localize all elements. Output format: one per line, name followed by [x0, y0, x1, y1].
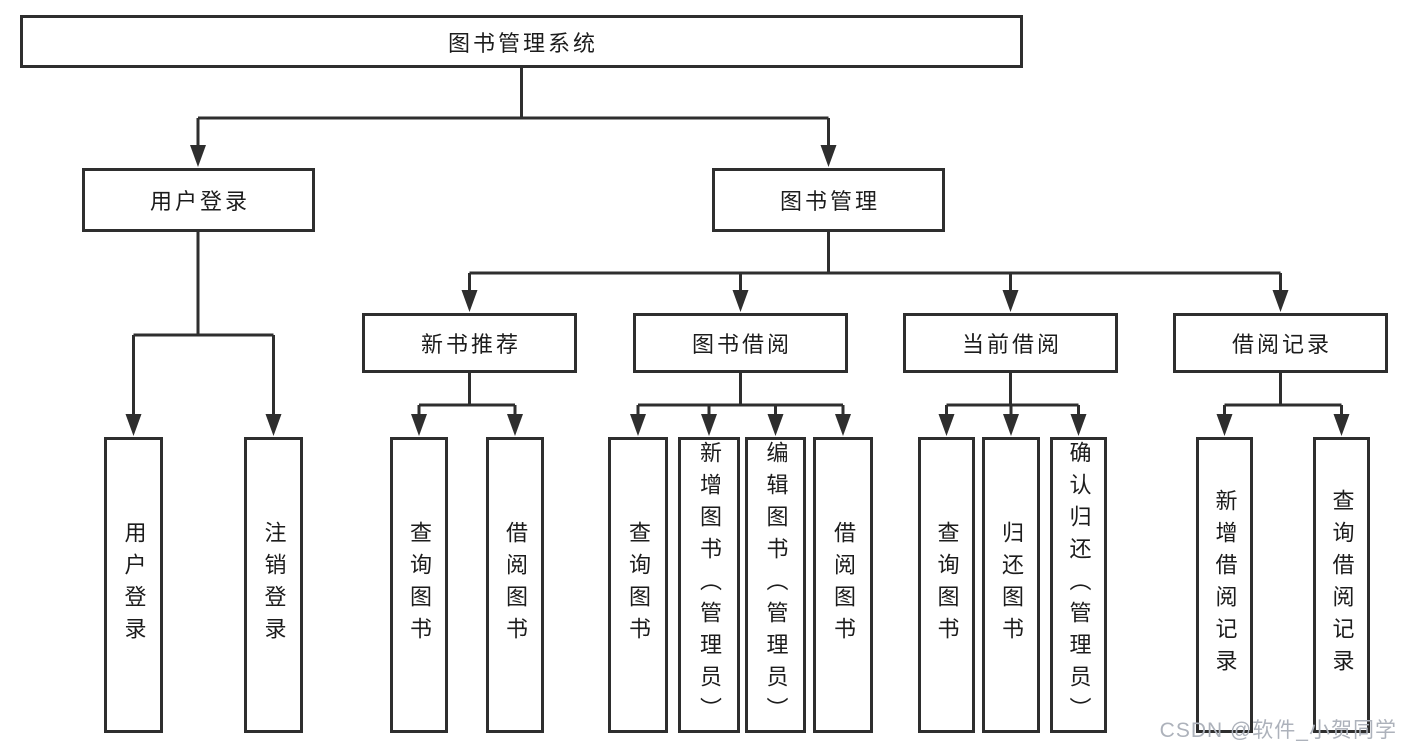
- leaf-query-books-borrow: 查询图书: [608, 437, 668, 733]
- leaf-borrow-books-recommend: 借阅图书: [486, 437, 544, 733]
- node-label: 查询图书: [407, 521, 432, 649]
- node-book-management: 图书管理: [712, 168, 945, 232]
- node-label: 借阅图书: [503, 521, 528, 649]
- leaf-query-borrow-record: 查询借阅记录: [1313, 437, 1370, 733]
- node-label: 用户登录: [121, 521, 147, 649]
- leaf-borrow-books: 借阅图书: [813, 437, 873, 733]
- node-label: 确认归还（管理员）: [1066, 441, 1092, 729]
- node-label: 图书管理系统: [447, 30, 598, 56]
- node-label: 归还图书: [999, 521, 1024, 649]
- node-book-borrowing: 图书借阅: [633, 313, 848, 373]
- node-label: 图书借阅: [691, 332, 792, 357]
- node-library-system: 图书管理系统: [20, 15, 1023, 68]
- leaf-logout: 注销登录: [244, 437, 303, 733]
- node-label: 借阅记录: [1231, 332, 1332, 357]
- leaf-user-login: 用户登录: [104, 437, 163, 733]
- leaf-add-book-admin: 新增图书（管理员）: [678, 437, 740, 733]
- node-label: 借阅图书: [831, 521, 856, 649]
- node-label: 新增借阅记录: [1212, 489, 1238, 681]
- leaf-return-books: 归还图书: [982, 437, 1040, 733]
- leaf-confirm-return-admin: 确认归还（管理员）: [1050, 437, 1107, 733]
- node-label: 查询图书: [626, 521, 651, 649]
- node-current-borrowing: 当前借阅: [903, 313, 1118, 373]
- node-label: 注销登录: [261, 521, 287, 649]
- node-borrowing-records: 借阅记录: [1173, 313, 1388, 373]
- leaf-add-borrow-record: 新增借阅记录: [1196, 437, 1253, 733]
- leaf-query-books-current: 查询图书: [918, 437, 975, 733]
- node-label: 查询图书: [934, 521, 960, 649]
- node-label: 查询借阅记录: [1329, 489, 1355, 681]
- leaf-edit-book-admin: 编辑图书（管理员）: [745, 437, 806, 733]
- node-label: 当前借阅: [961, 332, 1062, 357]
- arrowhead-markers: [125, 145, 1350, 436]
- node-user-login: 用户登录: [82, 168, 315, 232]
- node-new-book-recommendation: 新书推荐: [362, 313, 577, 373]
- leaf-query-books-recommend: 查询图书: [390, 437, 448, 733]
- node-label: 用户登录: [149, 189, 250, 214]
- node-label: 新增图书（管理员）: [697, 441, 722, 729]
- node-label: 编辑图书（管理员）: [763, 441, 789, 729]
- node-label: 图书管理: [779, 189, 880, 214]
- node-label: 新书推荐: [420, 332, 521, 357]
- csdn-watermark: CSDN @软件_小贺同学: [1159, 719, 1397, 742]
